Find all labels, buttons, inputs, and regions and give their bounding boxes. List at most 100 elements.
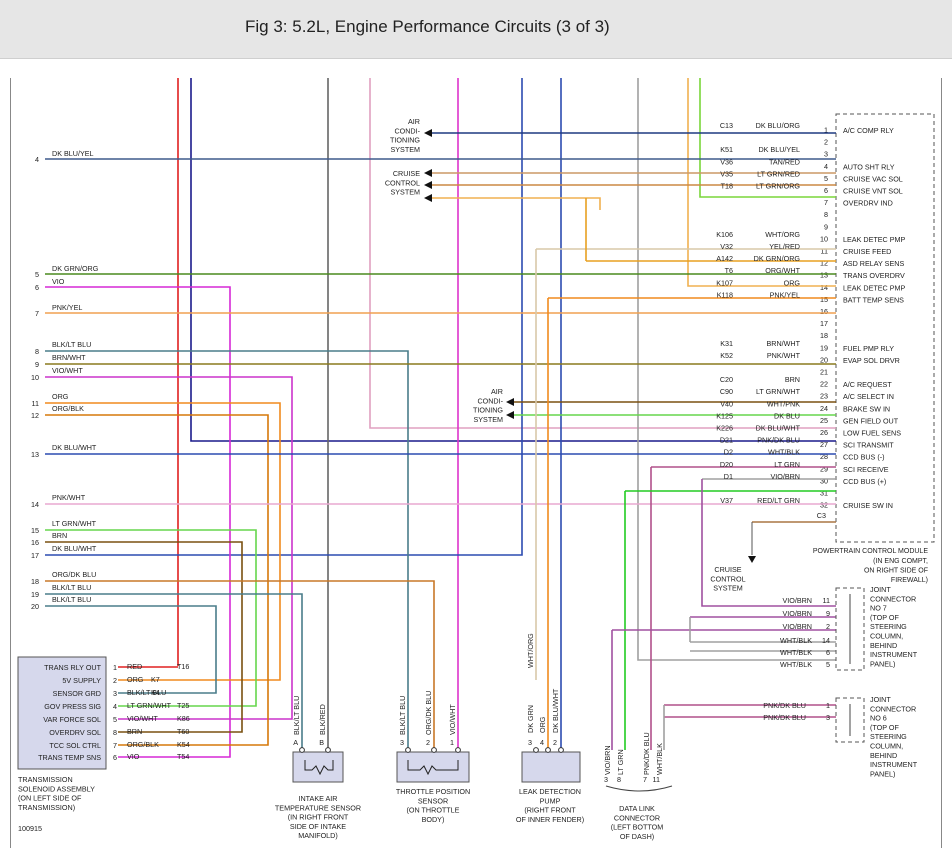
dlc-label: DATA LINK	[619, 804, 655, 813]
connector-pin	[431, 747, 437, 753]
jc7-pin-number: 5	[826, 660, 830, 669]
pcm-pin-function: A/C COMP RLY	[843, 126, 894, 135]
tps-wire-label: BLK/LT BLU	[398, 696, 407, 735]
pcm-wire-color: DK BLU/YEL	[758, 145, 800, 154]
jc7-pin-number: 9	[826, 609, 830, 618]
ldp-label: (RIGHT FRONT	[524, 806, 576, 815]
pcm-circuit-id: D20	[720, 460, 733, 469]
cruise-feed-arrow	[424, 194, 432, 202]
pcm-wire-color: LT GRN/WHT	[756, 387, 801, 396]
pcm-pin-function: OVERDRV IND	[843, 199, 893, 208]
ac-system-label: TIONING	[390, 136, 420, 145]
iat-label: TEMPERATURE SENSOR	[275, 803, 361, 812]
jc6-label: BEHIND	[870, 751, 897, 760]
trans-wire-color: BLK/LT BLU	[127, 688, 166, 697]
pcm-location: FIREWALL)	[891, 577, 928, 584]
pcm-wire-color: DK GRN/ORG	[754, 254, 801, 263]
pcm-circuit-id: K51	[720, 145, 733, 154]
wire-lt-grn-wht	[45, 529, 257, 707]
cruise-system-label: CONTROL	[710, 574, 745, 583]
pcm-pin-number: 30	[820, 476, 828, 485]
pcm-pin-number: 27	[820, 440, 828, 449]
pcm-wire-color: TAN/RED	[769, 157, 800, 166]
pcm-circuit-id: D2	[724, 448, 733, 457]
cruise-vnt-arrow	[424, 181, 432, 189]
figure-title: Fig 3: 5.2L, Engine Performance Circuits…	[245, 17, 610, 36]
pcm-pin-number: 11	[821, 247, 828, 256]
pcm-pin-number: 17	[820, 319, 828, 328]
ac-system-label: AIR	[491, 387, 503, 396]
pcm-pin-number: 16	[820, 307, 828, 316]
pcm-wire-color: PNK/WHT	[767, 351, 801, 360]
ldp-label: OF INNER FENDER)	[516, 815, 584, 824]
left-connector-pin: 5	[35, 270, 39, 279]
jc7-label: (TOP OF	[870, 613, 899, 622]
left-connector-pin: 12	[31, 411, 39, 420]
wire-label: DK GRN/ORG	[52, 264, 99, 273]
pcm-pin-function: SCI RECEIVE	[843, 465, 889, 474]
ac-system-label: SYSTEM	[390, 145, 420, 154]
tps-pin-number: 2	[426, 738, 430, 747]
pcm-pin-function: BATT TEMP SENS	[843, 295, 904, 304]
wire-label: PNK/YEL	[52, 303, 82, 312]
dlc-pin-number: 11	[653, 775, 660, 784]
connector-pin	[299, 747, 305, 753]
left-connector-pin: 18	[31, 577, 39, 586]
wire-label: BLK/LT BLU	[52, 340, 91, 349]
wire-wht-blk-vertical	[637, 78, 836, 661]
trans-circuit-id: T60	[177, 727, 189, 736]
wire-label: ORG/DK BLU	[52, 570, 96, 579]
pcm-pin-number: 24	[820, 404, 828, 413]
pcm-circuit-id: K31	[720, 339, 733, 348]
wire-org-wht-vertical	[687, 78, 836, 287]
dlc-wire-label: PNK/DK BLU	[642, 732, 651, 775]
pcm-circuit-id: D21	[720, 436, 733, 445]
pcm-circuit-id: C20	[720, 375, 733, 384]
trans-function: SENSOR GRD	[53, 689, 101, 698]
pcm-pin-number: 4	[824, 162, 828, 171]
trans-label: TRANSMISSION)	[18, 803, 75, 812]
trans-wire-color: VIO/WHT	[127, 714, 158, 723]
pcm-pin-function: ASD RELAY SENS	[843, 259, 904, 268]
trans-circuit-id: T25	[177, 701, 189, 710]
pcm-circuit-id: D1	[724, 472, 733, 481]
pcm-pin-function: A/C SELECT IN	[843, 392, 894, 401]
trans-label: SOLENOID ASSEMBLY	[18, 784, 95, 793]
trans-solenoid-box	[17, 656, 107, 770]
joint-connector-6	[835, 697, 865, 743]
dlc-wire-label: WHT/BLK	[655, 743, 664, 775]
jc7-label: BEHIND	[870, 641, 897, 650]
wire-label: VIO/WHT	[52, 366, 83, 375]
jc7-label: JOINT	[870, 585, 891, 594]
pcm-pin-number: 2	[824, 138, 828, 147]
pcm-circuit-id: V35	[720, 169, 733, 178]
trans-pin-number: 2	[113, 676, 117, 685]
wire-vio-brn-jc	[701, 479, 836, 607]
jc7-label: STEERING	[870, 622, 907, 631]
pcm-wire-color: DK BLU/WHT	[756, 424, 801, 433]
pcm-circuit-id: K52	[720, 351, 733, 360]
jc6-wire-label: PNK/DK BLU	[763, 713, 806, 722]
trans-function: 5V SUPPLY	[62, 676, 101, 685]
trans-pin-number: 5	[113, 715, 117, 724]
connector-pin	[558, 747, 564, 753]
trans-wire-color: ORG	[127, 675, 144, 684]
wire-org-blk	[45, 414, 269, 746]
connector-pin	[405, 747, 411, 753]
pcm-circuit-id: C90	[720, 387, 733, 396]
trans-function: TRANS TEMP SNS	[38, 753, 101, 762]
dlc-pin-number: 7	[643, 775, 647, 784]
pcm-pin-number: 13	[820, 271, 828, 280]
pcm-wire-color: RED/LT GRN	[757, 496, 800, 505]
wire-org-dk-blu	[45, 580, 435, 750]
jc7-pin-number: 2	[826, 622, 830, 631]
trans-function: VAR FORCE SOL	[43, 715, 101, 724]
pcm-connector-id: C3	[817, 511, 826, 520]
cruise-system-label: SYSTEM	[390, 188, 420, 197]
pcm-pin-function: GEN FIELD OUT	[843, 416, 899, 425]
left-connector-pin: 17	[31, 551, 39, 560]
pcm-pin-number: 14	[820, 283, 828, 292]
wire-vio	[45, 286, 231, 758]
left-connector-pin: 15	[31, 526, 39, 535]
wire-label: BLK/LT BLU	[52, 583, 91, 592]
